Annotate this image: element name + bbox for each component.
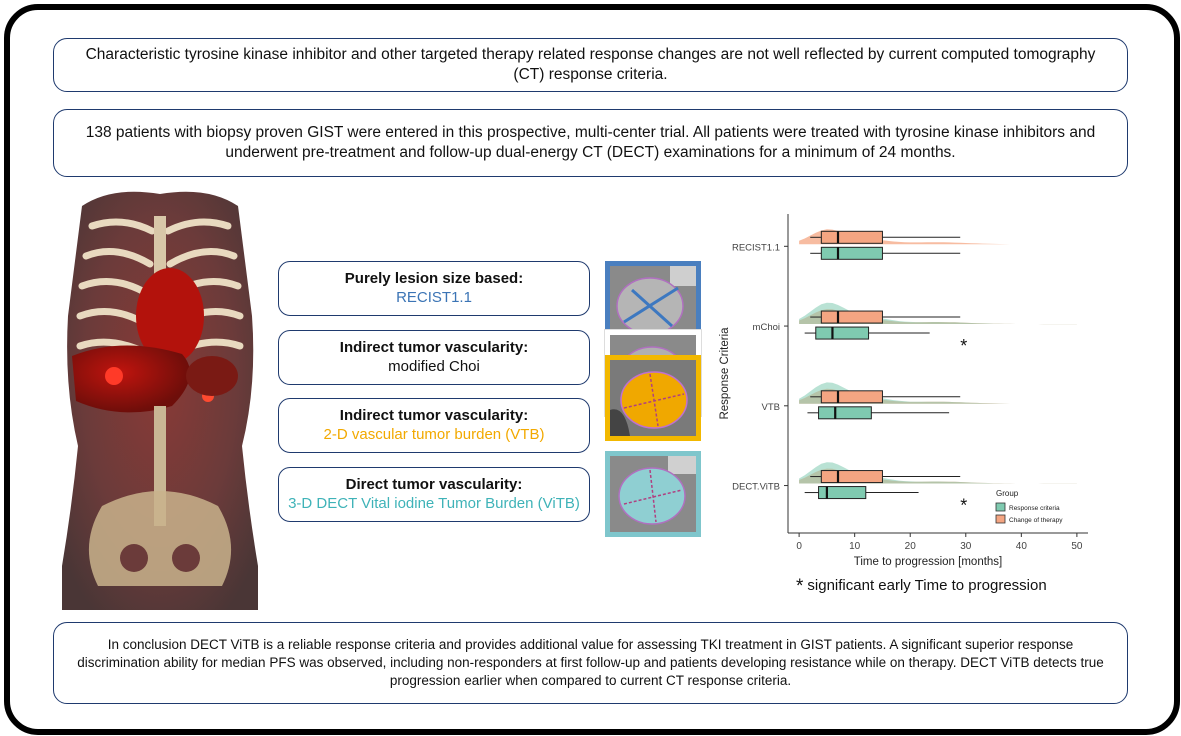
legend-label: Change of therapy <box>1009 517 1063 524</box>
legend-label: Response criteria <box>1009 505 1060 512</box>
conclusion-box: In conclusion DECT ViTB is a reliable re… <box>53 622 1128 704</box>
box-DECT.ViTB <box>820 470 883 484</box>
significance-star: * <box>796 576 804 597</box>
x-tick-label: 20 <box>905 541 917 552</box>
criterion-recist: Purely lesion size based: RECIST1.1 <box>278 261 590 316</box>
x-tick-label: 10 <box>849 541 861 552</box>
criterion-title: Direct tumor vascularity: <box>345 476 523 493</box>
legend-title: Group <box>996 489 1019 498</box>
x-axis-label: Time to progression [months] <box>854 556 1003 568</box>
criterion-title: Indirect tumor vascularity: <box>339 339 529 356</box>
criterion-subtitle: RECIST1.1 <box>396 289 472 306</box>
x-tick-label: 50 <box>1071 541 1083 552</box>
box-VTB <box>818 406 872 420</box>
box-RECIST1.1 <box>820 246 883 260</box>
lesion-image-vtb <box>605 355 701 441</box>
y-tick-label: RECIST1.1 <box>732 242 780 253</box>
criterion-subtitle: modified Choi <box>388 358 480 375</box>
legend-swatch <box>995 502 1006 512</box>
study-text: 138 patients with biopsy proven GIST wer… <box>85 124 1096 161</box>
conclusion-text: In conclusion DECT ViTB is a reliable re… <box>77 637 1104 688</box>
criterion-subtitle: 3-D DECT Vital iodine Tumor Burden (ViTB… <box>288 495 580 512</box>
criterion-title: Indirect tumor vascularity: <box>339 407 529 424</box>
significance-star: * <box>960 496 967 516</box>
box-mChoi <box>820 310 883 324</box>
intro-box: Characteristic tyrosine kinase inhibitor… <box>53 38 1128 92</box>
box-DECT.ViTB <box>818 486 867 500</box>
criterion-mchoi: Indirect tumor vascularity: modified Cho… <box>278 330 590 385</box>
criterion-vtb: Indirect tumor vascularity: 2-D vascular… <box>278 398 590 453</box>
box-mChoi <box>815 326 870 340</box>
x-tick-label: 40 <box>1016 541 1028 552</box>
ct-volume-rendering <box>52 186 268 610</box>
x-tick-label: 0 <box>796 541 802 552</box>
box-RECIST1.1 <box>820 230 883 244</box>
legend-swatch <box>995 514 1006 524</box>
criterion-title: Purely lesion size based: <box>344 270 524 287</box>
y-tick-label: VTB <box>762 402 780 413</box>
intro-text: Characteristic tyrosine kinase inhibitor… <box>85 46 1096 83</box>
lesion-image-vitb <box>605 451 701 537</box>
y-tick-label: mChoi <box>753 322 780 333</box>
criterion-subtitle: 2-D vascular tumor burden (VTB) <box>323 426 545 443</box>
study-box: 138 patients with biopsy proven GIST wer… <box>53 109 1128 177</box>
y-axis-label: Response Criteria <box>719 327 731 420</box>
significance-note-text: significant early Time to progression <box>807 577 1047 594</box>
box-VTB <box>820 390 883 404</box>
significance-note: *significant early Time to progression <box>796 576 1047 598</box>
criterion-vitb: Direct tumor vascularity: 3-D DECT Vital… <box>278 467 590 522</box>
y-tick-label: DECT.ViTB <box>732 482 780 493</box>
significance-star: * <box>960 336 967 356</box>
x-tick-label: 30 <box>960 541 972 552</box>
